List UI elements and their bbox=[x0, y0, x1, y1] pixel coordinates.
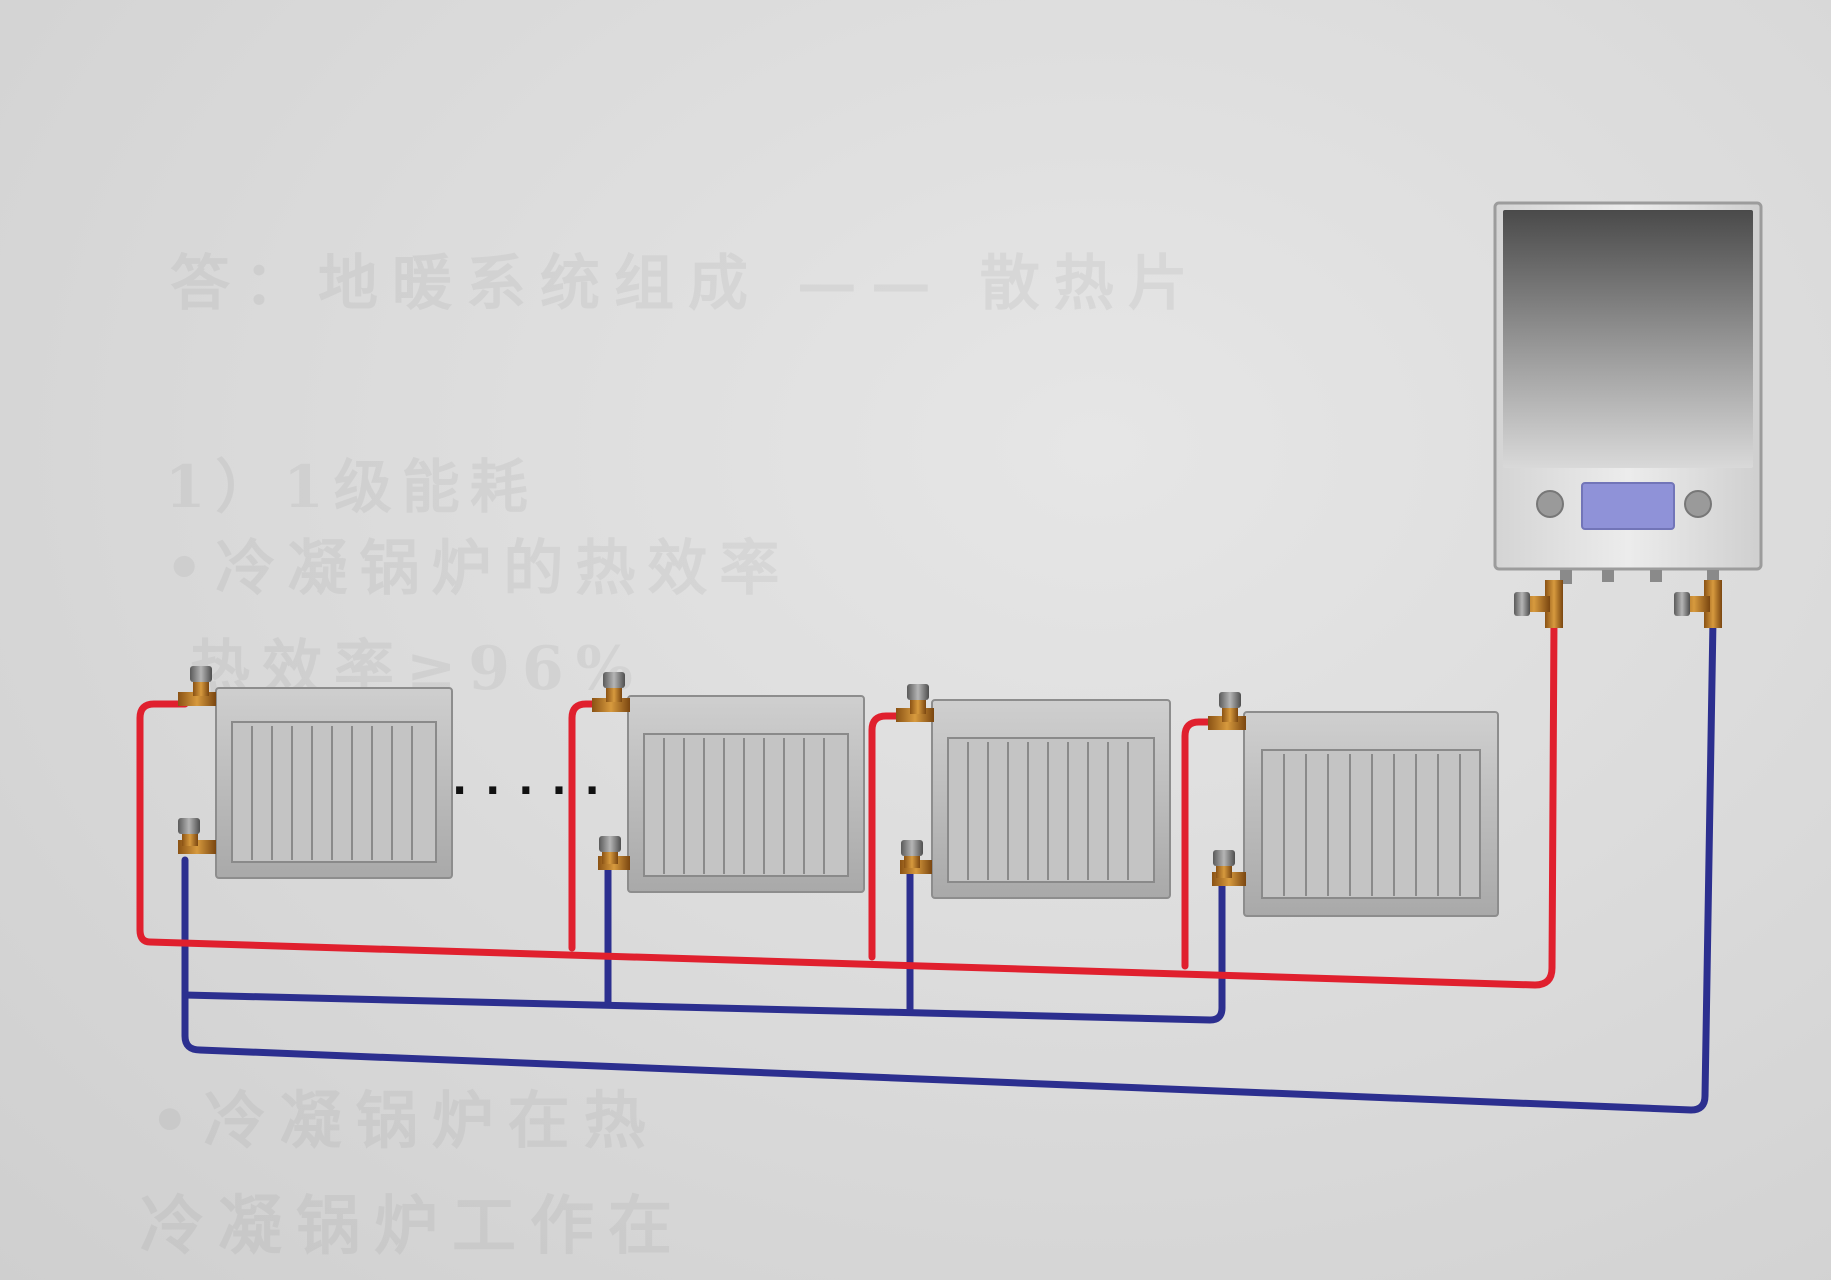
branch-return-pipe bbox=[181, 876, 1226, 1024]
boiler-display-screen bbox=[1581, 482, 1675, 530]
bleed-text-line-1: 答：地暖系统组成 —— 散热片 bbox=[170, 249, 1202, 319]
continuation-dots: · · · · · bbox=[452, 768, 602, 814]
radiator-2-return-valve bbox=[598, 836, 630, 870]
radiator-2-supply-valve bbox=[592, 672, 630, 712]
bleed-text-line-6: 冷凝锅炉工作在 bbox=[140, 1189, 686, 1264]
boiler-supply-valve bbox=[1514, 580, 1563, 628]
radiator-1-supply-valve bbox=[178, 666, 216, 706]
boiler-left-knob bbox=[1536, 490, 1564, 518]
supply-pipes bbox=[136, 616, 1558, 989]
boiler-port bbox=[1650, 570, 1662, 582]
boiler bbox=[1493, 201, 1763, 584]
boiler-front-panel bbox=[1503, 210, 1753, 468]
radiator-fins bbox=[1261, 749, 1481, 899]
supply-riser-2 bbox=[568, 700, 612, 952]
radiator-3-supply-valve bbox=[896, 684, 934, 722]
boiler-right-knob bbox=[1684, 490, 1712, 518]
boiler-return-valve bbox=[1674, 580, 1722, 628]
radiator-3-return-valve bbox=[900, 840, 932, 874]
radiator-1-return-valve bbox=[178, 818, 216, 854]
radiator-fins bbox=[231, 721, 437, 863]
radiator-2 bbox=[627, 695, 865, 893]
return-pipes bbox=[181, 616, 1717, 1114]
supply-riser-4 bbox=[1181, 718, 1226, 970]
boiler-port bbox=[1602, 570, 1614, 582]
main-return-pipe bbox=[181, 616, 1717, 1114]
bleed-text-line-3: •冷凝锅炉的热效率 bbox=[165, 534, 792, 604]
bleed-text-line-2: 1）1级能耗 bbox=[165, 453, 538, 521]
bleed-text-line-5: •冷凝锅炉在热 bbox=[150, 1084, 660, 1157]
radiator-4-return-valve bbox=[1212, 850, 1246, 886]
radiator-4 bbox=[1243, 711, 1499, 917]
radiator-1 bbox=[215, 687, 453, 879]
main-supply-pipe bbox=[136, 616, 1558, 989]
radiator-3 bbox=[931, 699, 1171, 899]
radiator-fins bbox=[643, 733, 849, 877]
radiator-fins bbox=[947, 737, 1155, 883]
supply-riser-3 bbox=[868, 712, 914, 961]
radiator-4-supply-valve bbox=[1208, 692, 1246, 730]
